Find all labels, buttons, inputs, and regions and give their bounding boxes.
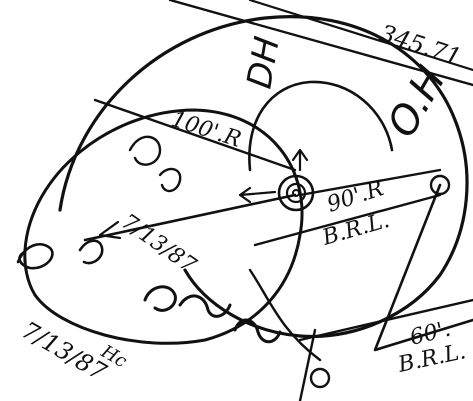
- label-dh: DH: [239, 34, 287, 92]
- scribble-mid: [130, 137, 180, 191]
- center-point-inner: [293, 190, 299, 196]
- label-100-r: 100'.R: [168, 107, 244, 153]
- left-ellipse: [25, 110, 302, 343]
- bottom-small-circle: [311, 369, 329, 387]
- label-oh: O.H: [379, 59, 455, 145]
- lower-curve: [250, 270, 320, 360]
- radius-line-left: [85, 195, 295, 240]
- label-date-center: 7/13/87: [117, 209, 201, 278]
- arrow-head-up: [293, 150, 307, 170]
- label-brl-bottom: B.R.L.: [395, 339, 468, 378]
- center-point-mid: [287, 184, 305, 202]
- label-date-left: 7/13/87: [17, 316, 112, 387]
- signature-scribble: [145, 287, 280, 342]
- left-scribble: [18, 241, 102, 268]
- inner-arc: [249, 82, 392, 170]
